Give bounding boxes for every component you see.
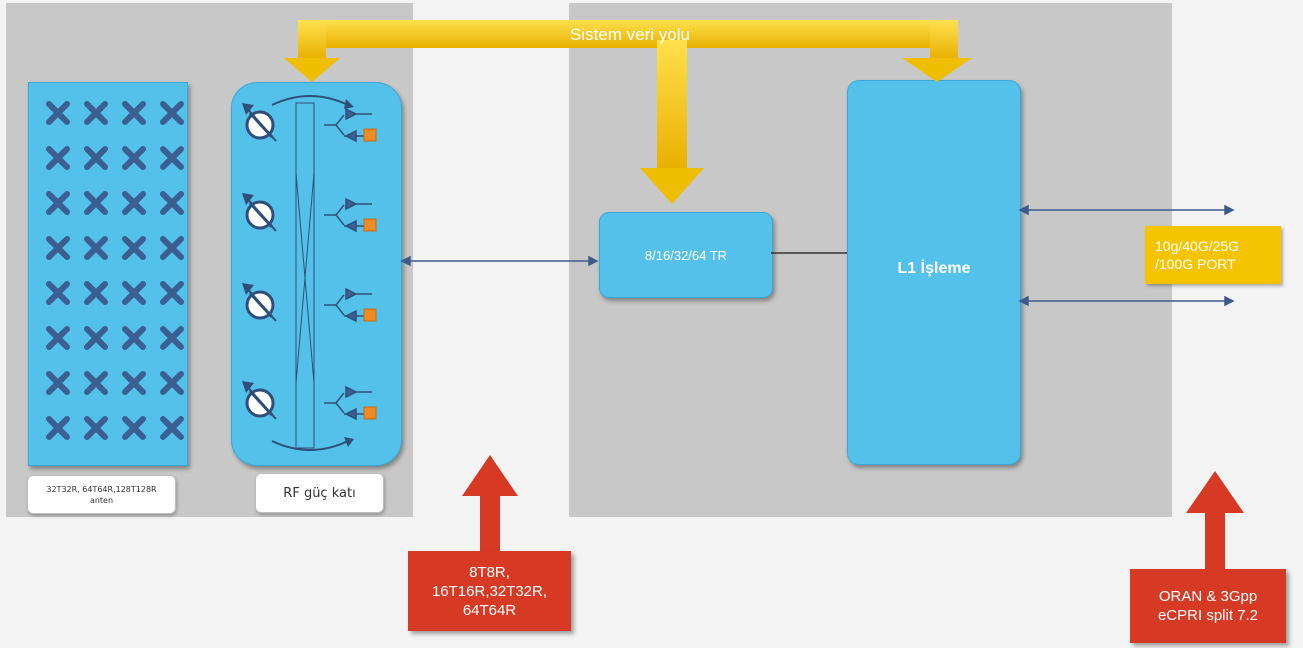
antenna-element-x-icon: [160, 416, 184, 440]
rf-power-stage: [231, 82, 402, 466]
oran-line2: eCPRI split 7.2: [1157, 607, 1259, 624]
antenna-element-x-icon: [160, 281, 184, 305]
tr-block: 8/16/32/64 TR: [599, 212, 773, 298]
antenna-element-x-icon: [160, 146, 184, 170]
antenna-element-x-icon: [84, 281, 108, 305]
antenna-element-x-icon: [46, 371, 70, 395]
tr-options-line2: 16T16R,32T32R,: [431, 582, 548, 600]
antenna-element-x-icon: [84, 146, 108, 170]
antenna-caption-line2: anten: [89, 495, 114, 505]
antenna-element-x-icon: [122, 236, 146, 260]
antenna-caption-line1: 32T32R, 64T64R,128T128R: [46, 484, 157, 494]
power-amp-block-icon: [363, 128, 377, 142]
tr-options-line1: 8T8R,: [469, 563, 510, 581]
port-line2: /100G PORT: [1155, 256, 1236, 272]
antenna-element-x-icon: [122, 146, 146, 170]
rf-channel: [242, 283, 377, 323]
rf-circuit-diagram: [242, 95, 377, 451]
oran-line1: ORAN & 3Gpp: [1158, 588, 1258, 605]
antenna-element-x-icon: [160, 326, 184, 350]
tr-label: 8/16/32/64 TR: [644, 247, 728, 263]
antenna-element-x-icon: [122, 281, 146, 305]
tr-options-callout: 8T8R, 16T16R,32T32R, 64T64R: [408, 551, 571, 631]
amplifier-icon: [324, 197, 372, 233]
antenna-element-x-icon: [122, 101, 146, 125]
antenna-element-x-icon: [122, 371, 146, 395]
antenna-array: [28, 82, 188, 466]
red-arrow-tr-options: [462, 455, 518, 552]
tr-options-line3: 64T64R: [462, 601, 517, 619]
amplifier-icon: [324, 107, 372, 143]
antenna-element-x-icon: [46, 146, 70, 170]
rf-caption: RF güç katı: [255, 473, 384, 513]
l1-label: L1 İşleme: [897, 259, 971, 277]
power-amp-block-icon: [363, 308, 377, 322]
antenna-element-x-icon: [160, 371, 184, 395]
rf-caption-text: RF güç katı: [283, 485, 356, 501]
antenna-element-x-icon: [46, 416, 70, 440]
antenna-element-x-icon: [122, 416, 146, 440]
antenna-element-x-icon: [46, 326, 70, 350]
rf-channel: [242, 381, 377, 421]
antenna-element-x-icon: [84, 101, 108, 125]
rf-channel: [242, 103, 377, 143]
port-box: 10g/40G/25G /100G PORT: [1145, 226, 1281, 284]
red-arrow-oran: [1186, 471, 1244, 571]
antenna-element-x-icon: [46, 236, 70, 260]
antenna-element-x-icon: [84, 416, 108, 440]
port-line1: 10g/40G/25G: [1155, 238, 1240, 254]
antenna-element-x-icon: [84, 326, 108, 350]
antenna-element-x-icon: [46, 101, 70, 125]
amplifier-icon: [324, 287, 372, 323]
l1-processing-block: L1 İşleme: [847, 80, 1021, 465]
antenna-caption: 32T32R, 64T64R,128T128R anten: [27, 475, 176, 514]
antenna-element-x-icon: [84, 371, 108, 395]
antenna-elements: [46, 101, 184, 440]
antenna-element-x-icon: [46, 191, 70, 215]
antenna-element-x-icon: [122, 191, 146, 215]
antenna-element-x-icon: [84, 236, 108, 260]
antenna-element-x-icon: [160, 236, 184, 260]
antenna-element-x-icon: [122, 326, 146, 350]
antenna-element-x-icon: [160, 101, 184, 125]
amplifier-icon: [324, 385, 372, 421]
rf-channel: [242, 193, 377, 233]
power-amp-block-icon: [363, 406, 377, 420]
oran-callout: ORAN & 3Gpp eCPRI split 7.2: [1130, 569, 1286, 643]
antenna-element-x-icon: [160, 191, 184, 215]
antenna-element-x-icon: [84, 191, 108, 215]
power-amp-block-icon: [363, 218, 377, 232]
antenna-element-x-icon: [46, 281, 70, 305]
